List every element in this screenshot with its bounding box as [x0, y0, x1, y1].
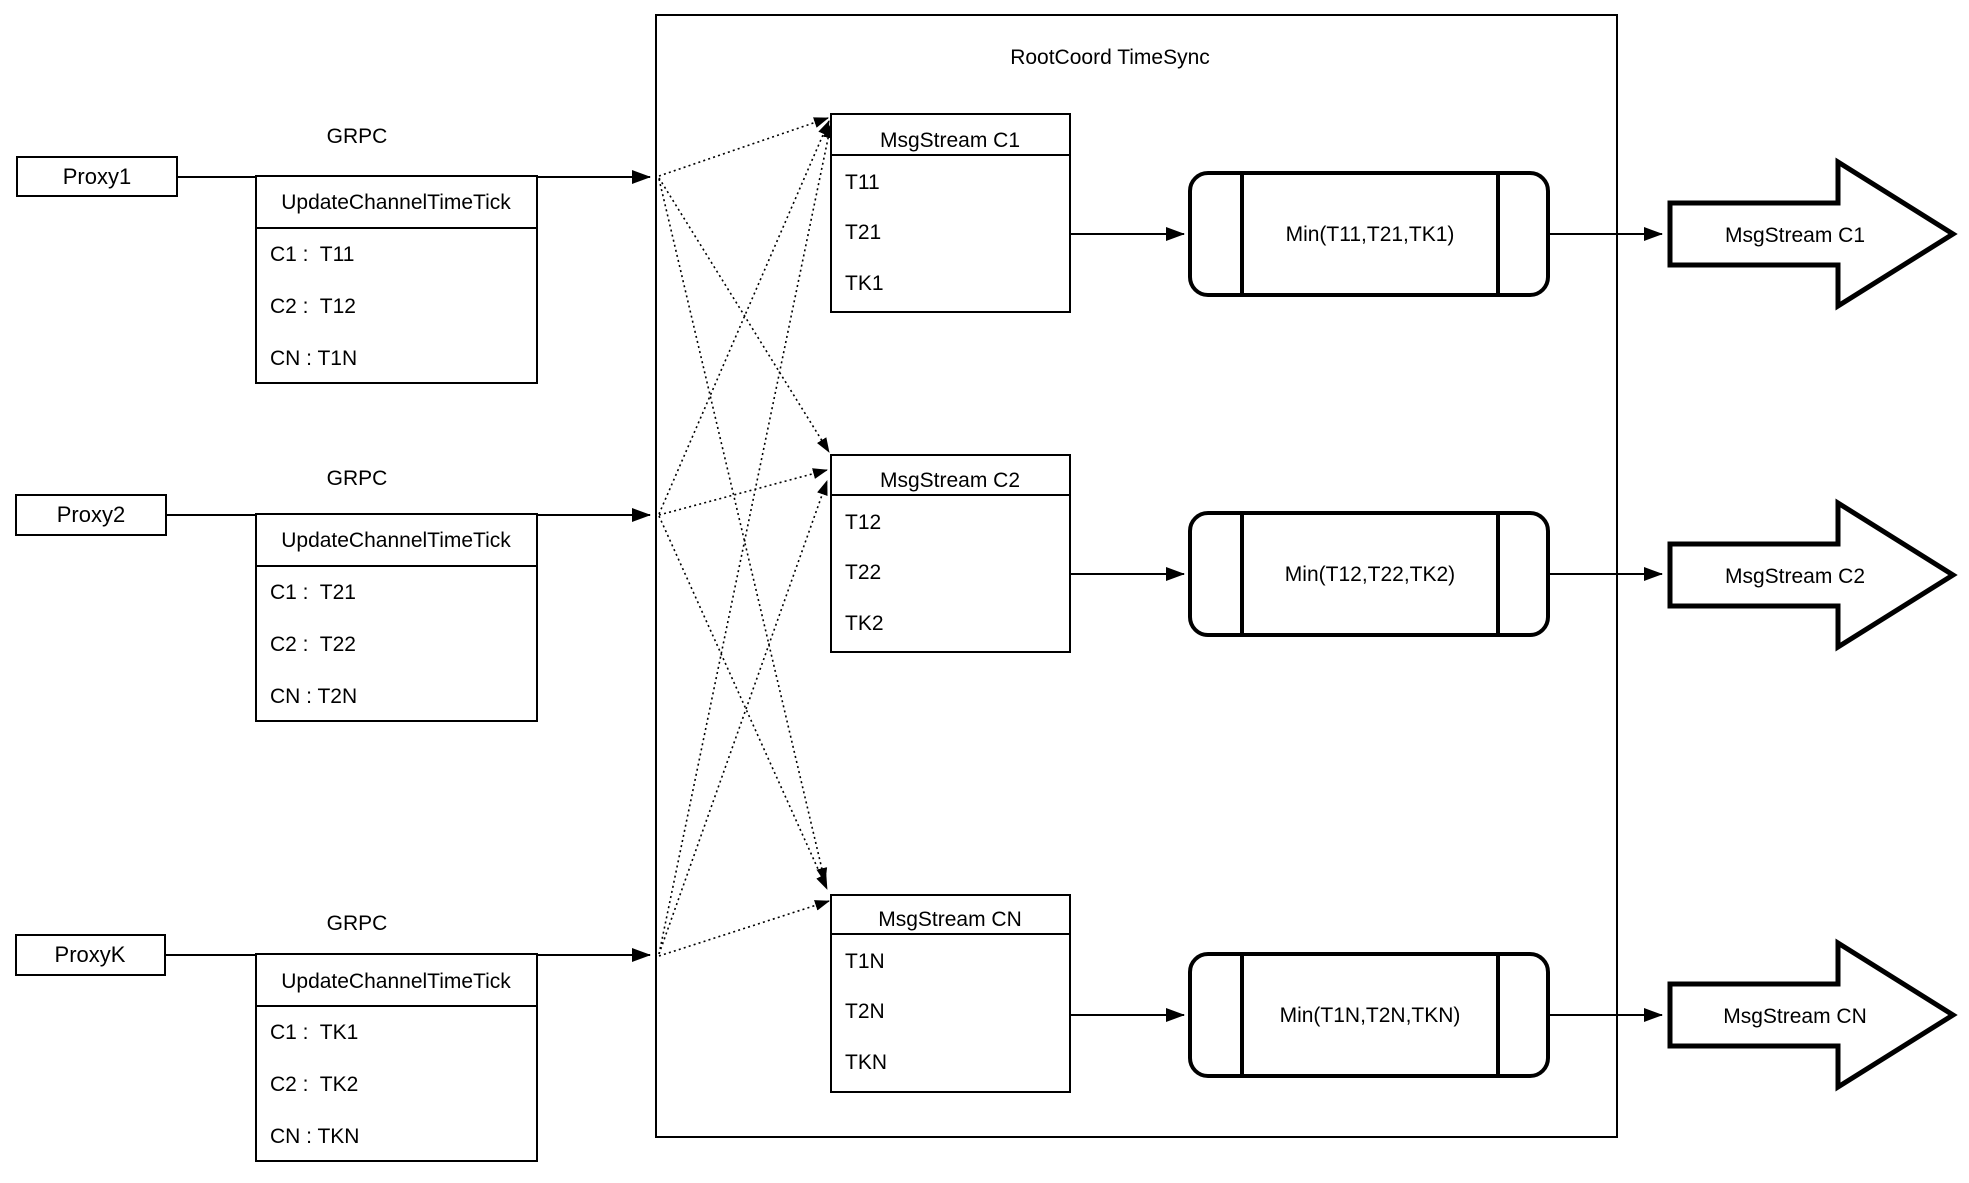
msgstream-c1-table-header: MsgStream C1 — [880, 129, 1020, 152]
msgstream-cn-table-header: MsgStream CN — [878, 908, 1022, 931]
proxyk-timetick-table: UpdateChannelTimeTick C1 : TK1 C2 : TK2 … — [255, 953, 538, 1162]
stream-group-c2: MsgStream C2 T12 T22 TK2 Min(T12,T22,TK2… — [830, 454, 1958, 653]
proxy2-box — [15, 494, 167, 536]
output-arrow-c2 — [1667, 498, 1958, 652]
proxy-group-1: Proxy1 GRPC UpdateChannelTimeTick C1 : T… — [16, 125, 651, 384]
fanout-line-p2-c1 — [658, 120, 830, 515]
proxyk-timetick-table-header: UpdateChannelTimeTick — [281, 970, 511, 993]
proxy2-timetick-row: C2 : T22 — [270, 633, 356, 656]
fanout-line-pk-cn — [658, 900, 830, 957]
min-stage-cn-label: Min(T1N,T2N,TKN) — [1280, 1004, 1461, 1027]
output-arrow-c1-label: MsgStream C1 — [1725, 224, 1865, 247]
proxy1-box — [16, 156, 178, 197]
proxy2-label: Proxy2 — [57, 502, 125, 527]
tick-value: T2N — [845, 1000, 885, 1023]
proxy1-label: Proxy1 — [63, 164, 131, 189]
tick-value: T21 — [845, 221, 881, 244]
proxyk-timetick-row: CN : TKN — [270, 1125, 359, 1148]
proxyk-label: ProxyK — [55, 942, 126, 967]
fanout-line-p2-cn — [658, 515, 828, 890]
tick-value: TK1 — [845, 272, 884, 295]
tick-value: T22 — [845, 561, 881, 584]
proxy-group-k: ProxyK GRPC UpdateChannelTimeTick C1 : T… — [15, 912, 651, 1162]
msgstream-c2-table-box — [830, 454, 1071, 653]
proxyk-box — [15, 934, 166, 976]
fanout-line-pk-c2 — [658, 480, 828, 955]
proxy1-timetick-row: C1 : T11 — [270, 243, 354, 266]
timetick-fanout — [658, 117, 834, 957]
tick-value: T1N — [845, 950, 885, 973]
min-stage-cn: Min(T1N,T2N,TKN) — [1188, 952, 1550, 1078]
stream-group-cn: MsgStream CN T1N T2N TKN Min(T1N,T2N,TKN… — [830, 894, 1958, 1093]
fanout-line-p1-c2 — [658, 177, 830, 453]
proxy2-timetick-row: C1 : T21 — [270, 581, 356, 604]
proxy2-timetick-table: UpdateChannelTimeTick C1 : T21 C2 : T22 … — [255, 513, 538, 722]
proxy1-timetick-row: CN : T1N — [270, 347, 357, 370]
proxy1-timetick-table: UpdateChannelTimeTick C1 : T11 C2 : T12 … — [255, 175, 538, 384]
output-arrow-cn — [1667, 938, 1958, 1092]
fanout-line-p1-c1 — [658, 117, 829, 177]
min-stage-c2: Min(T12,T22,TK2) — [1188, 511, 1550, 637]
proxy1-timetick-table-header: UpdateChannelTimeTick — [281, 191, 511, 214]
proxy2-timetick-row: CN : T2N — [270, 685, 357, 708]
proxyk-grpc-label: GRPC — [327, 912, 388, 935]
proxy1-timetick-table-box — [255, 175, 538, 384]
proxyk-timetick-row: C1 : TK1 — [270, 1021, 358, 1044]
fanout-line-pk-c1 — [658, 123, 834, 955]
tick-value: TKN — [845, 1051, 887, 1074]
msgstream-c2-table-header: MsgStream C2 — [880, 469, 1020, 492]
fanout-line-p1-cn — [658, 178, 828, 883]
msgstream-c1-table-box — [830, 113, 1071, 313]
min-stage-c1: Min(T11,T21,TK1) — [1188, 171, 1550, 297]
proxy2-grpc-label: GRPC — [327, 467, 388, 490]
proxy2-timetick-table-header: UpdateChannelTimeTick — [281, 529, 511, 552]
proxy2-timetick-table-box — [255, 513, 538, 722]
tick-value: T11 — [845, 171, 880, 194]
proxy1-timetick-row: C2 : T12 — [270, 295, 356, 318]
output-arrow-c1 — [1667, 157, 1958, 311]
proxy-group-2: Proxy2 GRPC UpdateChannelTimeTick C1 : T… — [15, 467, 651, 722]
min-stage-c1-label: Min(T11,T21,TK1) — [1286, 223, 1455, 246]
tick-value: TK2 — [845, 612, 884, 635]
proxy1-grpc-label: GRPC — [327, 125, 388, 148]
min-stage-c2-label: Min(T12,T22,TK2) — [1285, 563, 1455, 586]
tick-value: T12 — [845, 511, 881, 534]
stream-group-c1: MsgStream C1 T11 T21 TK1 Min(T11,T21,TK1… — [830, 113, 1958, 313]
output-arrow-cn-label: MsgStream CN — [1723, 1005, 1867, 1028]
msgstream-cn-table-box — [830, 894, 1071, 1093]
proxyk-timetick-row: C2 : TK2 — [270, 1073, 358, 1096]
output-arrow-c2-label: MsgStream C2 — [1725, 565, 1865, 588]
proxyk-timetick-table-box — [255, 953, 538, 1162]
rootcoord-title: RootCoord TimeSync — [1010, 46, 1210, 69]
